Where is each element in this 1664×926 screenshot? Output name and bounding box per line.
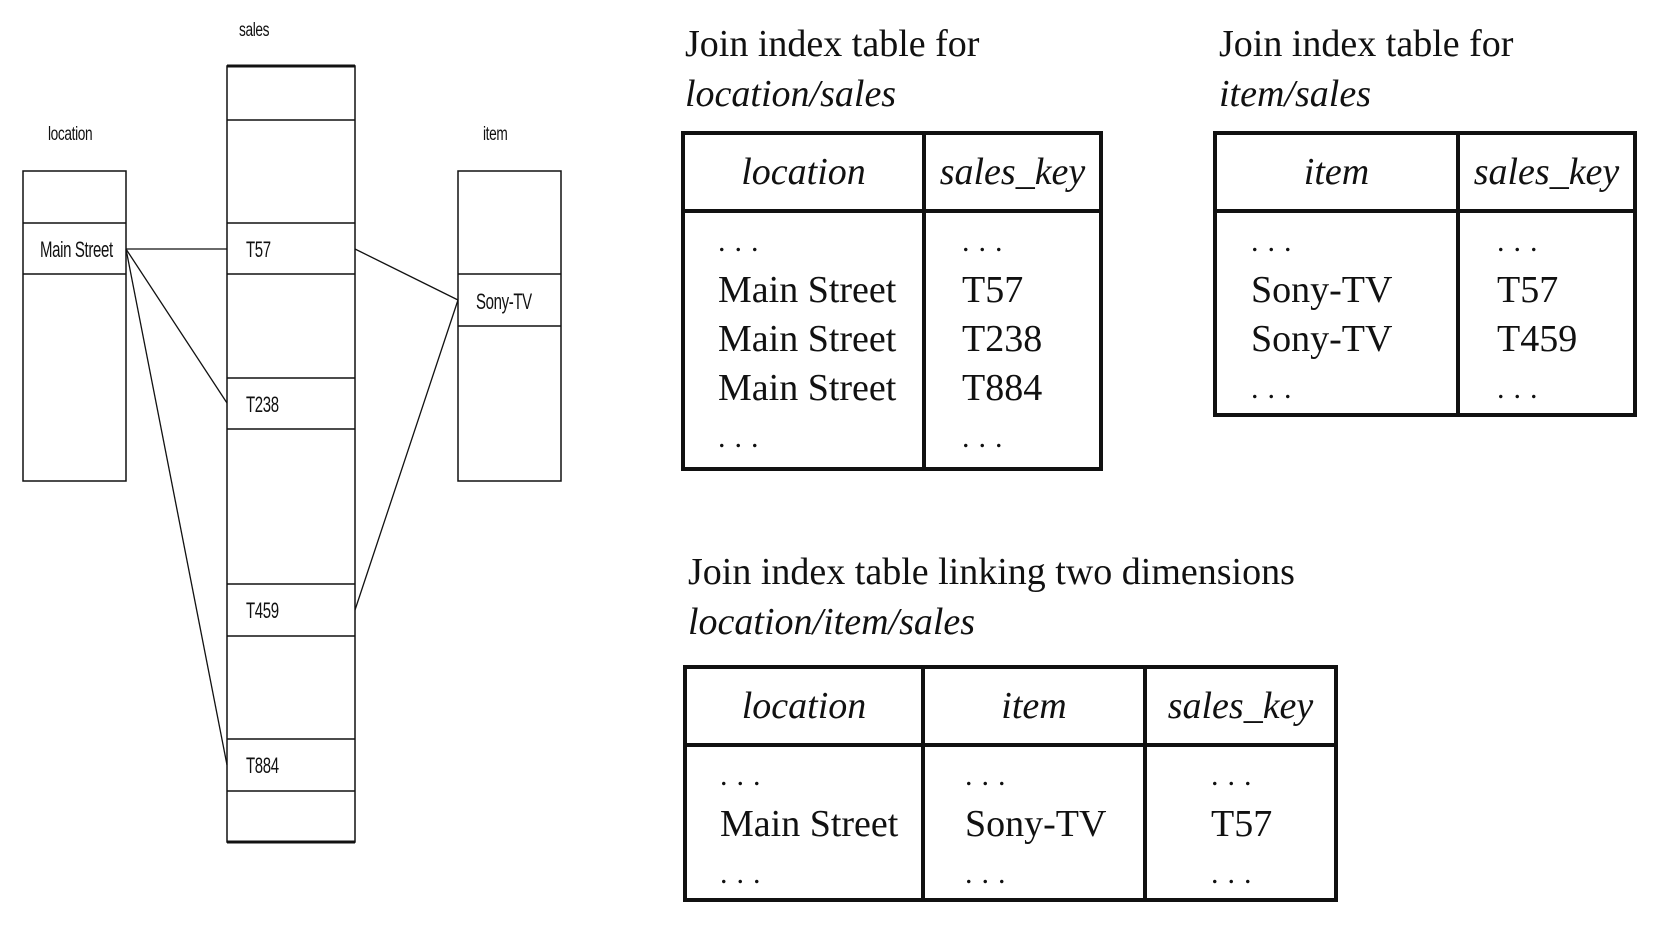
location-ellipsis-top: ... — [718, 225, 768, 258]
link-main-street-t884 — [125, 248, 228, 766]
sales-key-t238-label: T238 — [246, 392, 279, 417]
sales-key-header: sales_key — [1456, 133, 1635, 213]
location-cell: Main Street — [720, 803, 899, 845]
item-cell: Sony-TV — [965, 803, 1107, 845]
link-sony-tv-t57 — [354, 248, 459, 301]
sales-key-cell: T459 — [1497, 318, 1578, 360]
item-header: item — [1215, 133, 1458, 213]
item-block — [457, 170, 562, 482]
item-sales-subtitle: item/sales — [1219, 73, 1371, 115]
item-sony-tv-label: Sony-TV — [476, 289, 532, 314]
item-cell: Sony-TV — [1251, 318, 1393, 360]
sales-key-t57-label: T57 — [246, 237, 271, 262]
join-diagram — [22, 64, 562, 844]
item-ellipsis-top: ... — [965, 759, 1015, 792]
sales-label: sales — [239, 20, 270, 41]
sales-key-ellipsis-top: ... — [1211, 759, 1261, 792]
location-cell: Main Street — [718, 269, 897, 311]
location-sales-title: Join index table for — [685, 23, 980, 65]
sales-key-ellipsis-bottom: ... — [962, 421, 1012, 454]
location-cell: Main Street — [718, 318, 897, 360]
sales-key-ellipsis-top: ... — [962, 225, 1012, 258]
link-main-street-t238 — [125, 248, 228, 404]
location-cell: Main Street — [718, 367, 897, 409]
location-ellipsis-bottom: ... — [718, 421, 768, 454]
item-sales-table: item sales_key ... Sony-TV Sony-TV ... .… — [1213, 131, 1637, 417]
location-column: ... Main Street ... — [685, 745, 923, 900]
sales-key-cell: T57 — [962, 269, 1024, 311]
location-sales-subtitle: location/sales — [685, 73, 897, 115]
location-ellipsis-top: ... — [720, 759, 770, 792]
sales-key-cell: T238 — [962, 318, 1043, 360]
sales-key-ellipsis-bottom: ... — [1211, 857, 1261, 890]
item-sales-title: Join index table for — [1219, 23, 1514, 65]
sales-key-column: ... T57 T238 T884 ... — [922, 211, 1101, 469]
item-column: ... Sony-TV Sony-TV ... — [1215, 211, 1458, 415]
item-sales-caption: Join index table for item/sales — [1219, 19, 1513, 119]
join-lines — [125, 248, 459, 766]
sales-key-header: sales_key — [922, 133, 1101, 213]
sales-key-header: sales_key — [1143, 667, 1336, 747]
location-ellipsis-bottom: ... — [720, 857, 770, 890]
sales-key-cell: T57 — [1497, 269, 1559, 311]
sales-key-ellipsis-bottom: ... — [1497, 372, 1547, 405]
item-ellipsis-bottom: ... — [1251, 372, 1301, 405]
item-header: item — [921, 667, 1145, 747]
location-item-sales-subtitle: location/item/sales — [688, 601, 976, 643]
location-main-street-label: Main Street — [40, 237, 113, 262]
location-sales-caption: Join index table for location/sales — [685, 19, 979, 119]
location-label: location — [48, 124, 93, 145]
link-sony-tv-t459 — [354, 299, 459, 611]
item-ellipsis-bottom: ... — [965, 857, 1015, 890]
sales-key-cell: T884 — [962, 367, 1043, 409]
location-item-sales-caption: Join index table linking two dimensions … — [688, 547, 1295, 647]
item-ellipsis-top: ... — [1251, 225, 1301, 258]
sales-key-t884-label: T884 — [246, 753, 279, 778]
sales-block — [226, 64, 356, 844]
location-header: location — [683, 133, 924, 213]
sales-key-column: ... T57 T459 ... — [1456, 211, 1635, 415]
item-column: ... Sony-TV ... — [921, 745, 1145, 900]
location-item-sales-table: location item sales_key ... Main Street … — [683, 665, 1338, 902]
sales-key-cell: T57 — [1211, 803, 1273, 845]
location-header: location — [685, 667, 923, 747]
item-cell: Sony-TV — [1251, 269, 1393, 311]
sales-key-t459-label: T459 — [246, 598, 279, 623]
sales-key-ellipsis-top: ... — [1497, 225, 1547, 258]
sales-key-column: ... T57 ... — [1143, 745, 1336, 900]
item-label: item — [483, 124, 508, 145]
location-block — [22, 170, 127, 482]
location-column: ... Main Street Main Street Main Street … — [683, 211, 924, 469]
location-sales-table: location sales_key ... Main Street Main … — [681, 131, 1103, 471]
location-item-sales-title: Join index table linking two dimensions — [688, 551, 1295, 593]
